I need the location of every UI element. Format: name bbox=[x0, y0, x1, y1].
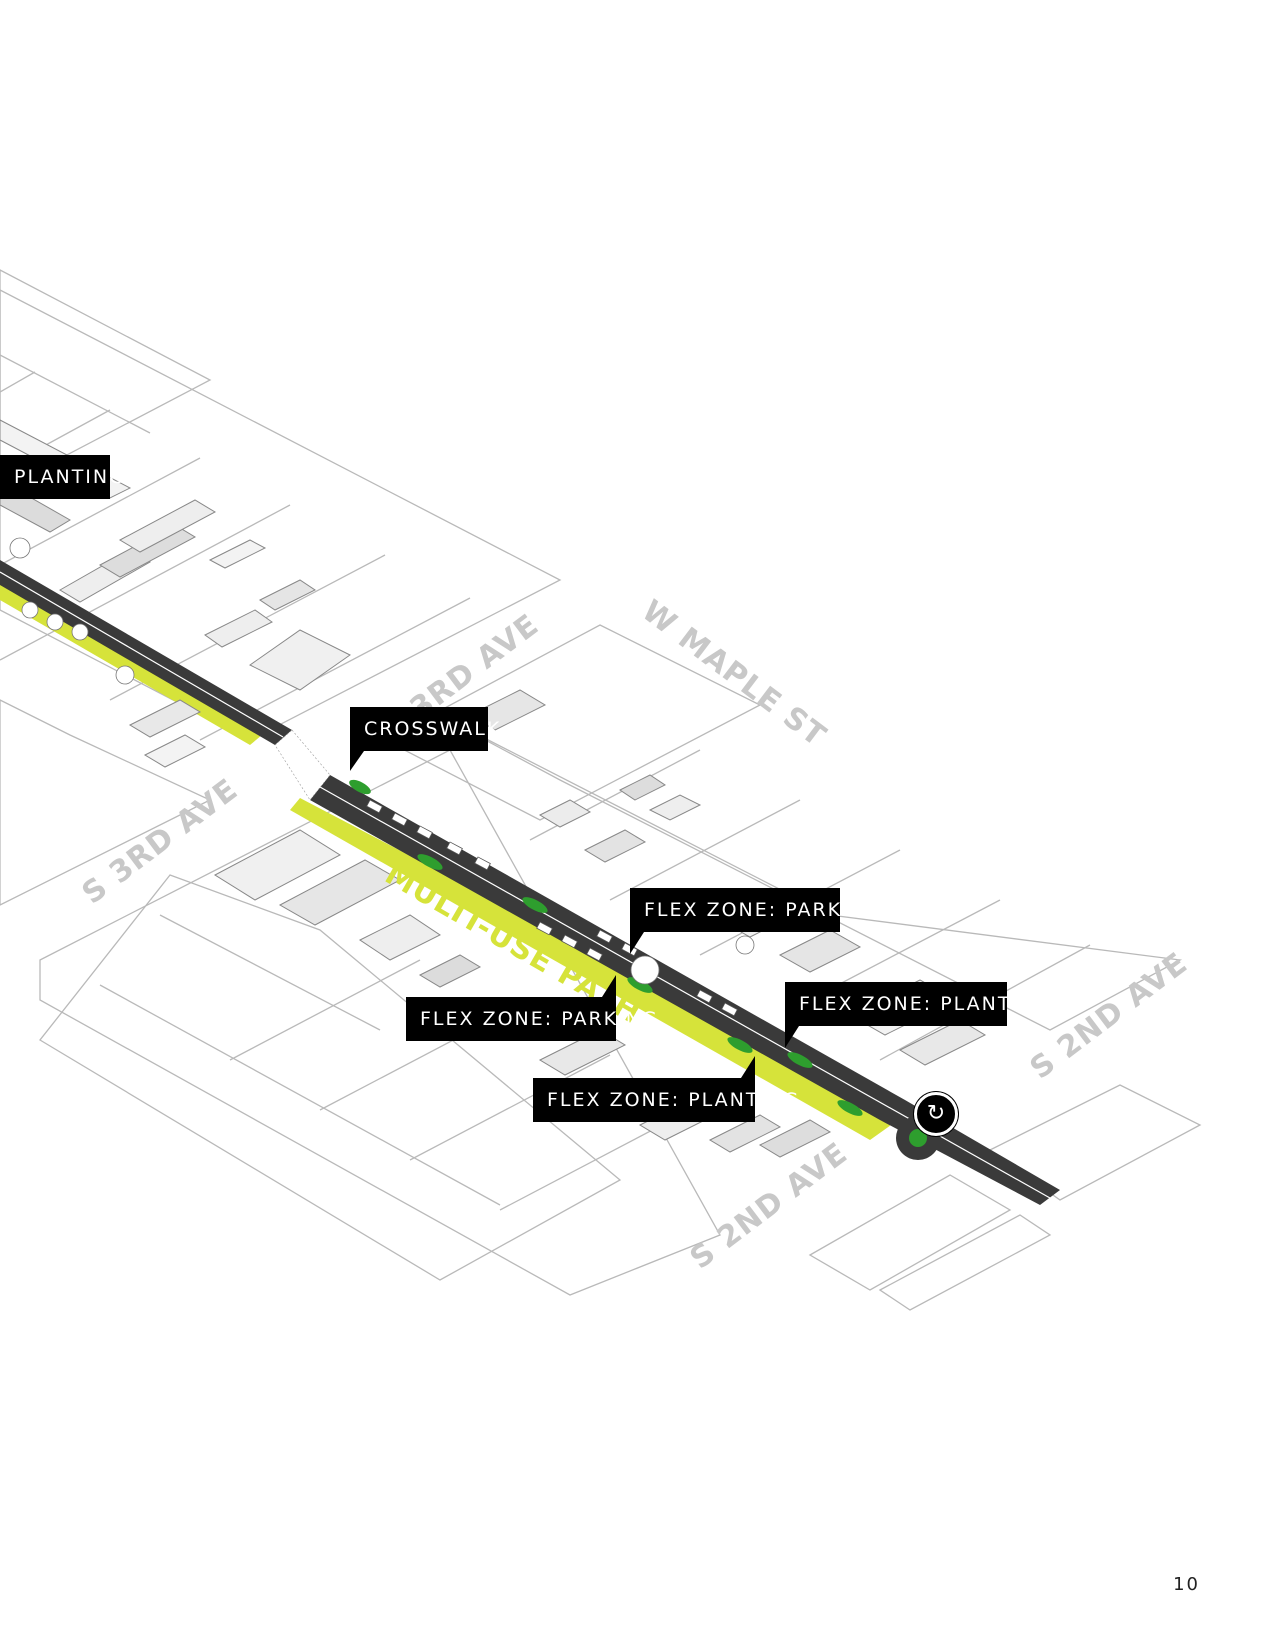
parked-cars bbox=[366, 799, 738, 1017]
multi-use-path-band-south bbox=[290, 798, 905, 1140]
roundabout-icon: ↻ bbox=[914, 1092, 958, 1136]
callout-crosswalk: CROSSWALK bbox=[350, 707, 499, 751]
crosswalk-marking bbox=[274, 729, 331, 801]
callout-flex-parking-lower: FLEX ZONE: PARKING bbox=[406, 997, 657, 1041]
callout-flex-planting-lower-pointer bbox=[741, 1056, 755, 1078]
callout-planting-left: PLANTING bbox=[0, 455, 124, 499]
callout-flex-parking-upper-pointer bbox=[630, 932, 644, 954]
roundabout-island bbox=[909, 1129, 927, 1147]
callout-flex-planting-upper: FLEX ZONE: PLANTING bbox=[785, 982, 1050, 1026]
parcel-grid bbox=[0, 269, 1202, 1311]
label-s-3rd-ave: S 3RD AVE bbox=[76, 772, 245, 911]
callout-flex-parking-upper: FLEX ZONE: PARKING bbox=[630, 888, 881, 932]
callout-flex-planting-upper-pointer bbox=[785, 1026, 799, 1048]
callout-flex-parking-lower-pointer bbox=[602, 975, 616, 997]
page-number: 10 bbox=[1173, 1574, 1200, 1595]
buildings bbox=[0, 419, 987, 1158]
trees bbox=[9, 537, 755, 985]
road-centerline bbox=[0, 571, 284, 738]
callout-flex-planting-lower: FLEX ZONE: PLANTING bbox=[533, 1078, 798, 1122]
label-s-2nd-ave-bottom: S 2ND AVE bbox=[684, 1136, 855, 1277]
callout-crosswalk-pointer bbox=[350, 751, 364, 771]
road-north bbox=[0, 560, 292, 745]
label-w-maple-st: W MAPLE ST bbox=[635, 593, 832, 754]
